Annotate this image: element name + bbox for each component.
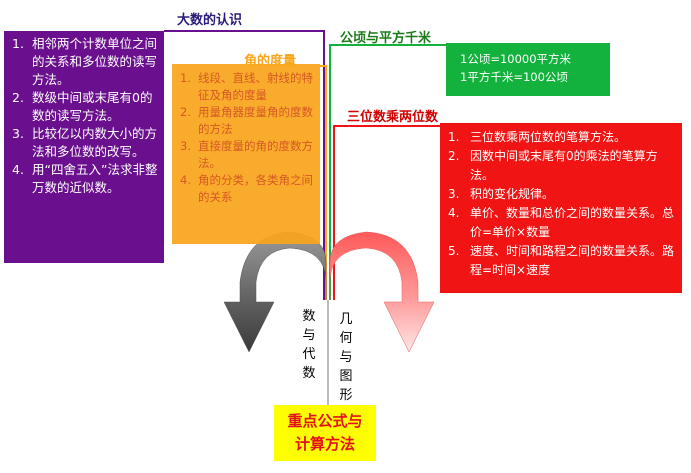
- connector-green: [329, 44, 446, 300]
- connector-red: [333, 125, 440, 300]
- angle-item: 3. 直接度量的角的度数方法。: [180, 138, 314, 172]
- item-text: 单价、数量和总价之间的数量关系。总价=单价×数量: [470, 206, 675, 239]
- center-topic-box: 重点公式与 计算方法: [274, 405, 376, 461]
- multiply-item: 4. 单价、数量和总价之间的数量关系。总价=单价×数量: [448, 204, 676, 242]
- big-numbers-item: 4. 用“四舍五入”法求非整万数的近似数。: [12, 161, 158, 197]
- multiply-item: 3. 积的变化规律。: [448, 185, 676, 204]
- center-topic-line1: 重点公式与: [287, 412, 363, 430]
- big-numbers-item: 2. 数级中间或末尾有0的数的读写方法。: [12, 89, 158, 125]
- item-text: 数级中间或末尾有0的数的读写方法。: [32, 90, 153, 123]
- multiply-title: 三位数乘两位数: [347, 110, 439, 125]
- branch-label-number-algebra: 数与代数: [302, 309, 316, 381]
- item-number: 5.: [448, 244, 460, 258]
- item-text: 线段、直线、射线的特征及角的度量: [198, 71, 313, 102]
- connector-purple: [164, 30, 325, 300]
- item-number: 4.: [180, 173, 191, 187]
- multiply-item: 2. 因数中间或末尾有0的乘法的笔算方法。: [448, 147, 676, 185]
- item-text: 积的变化规律。: [470, 187, 555, 201]
- angle-item: 1. 线段、直线、射线的特征及角的度量: [180, 70, 314, 104]
- area-box: 1公顷=10000平方米 1平方千米=100公顷: [446, 43, 610, 96]
- item-text: 比较亿以内数大小的方法和多位数的改写。: [32, 126, 158, 159]
- item-text: 速度、时间和路程之间的数量关系。路程=时间×速度: [470, 244, 675, 277]
- area-line: 1公顷=10000平方米: [460, 52, 572, 66]
- multiply-item: 1. 三位数乘两位数的笔算方法。: [448, 128, 676, 147]
- item-number: 3.: [180, 139, 191, 153]
- item-text: 用“四舍五入”法求非整万数的近似数。: [32, 162, 158, 195]
- area-title: 公顷与平方千米: [340, 31, 432, 46]
- item-number: 1.: [12, 36, 24, 51]
- item-number: 1.: [448, 130, 460, 144]
- angle-item: 4. 角的分类，各类角之间的关系: [180, 172, 314, 206]
- item-number: 2.: [180, 105, 191, 119]
- right-branch-arrow-icon: [329, 231, 435, 353]
- multiply-box: 1. 三位数乘两位数的笔算方法。 2. 因数中间或末尾有0的乘法的笔算方法。 3. 积…: [440, 123, 682, 293]
- angle-item: 2. 用量角器度量角的度数的方法: [180, 104, 314, 138]
- area-line: 1平方千米=100公顷: [460, 70, 568, 84]
- big-numbers-item: 3. 比较亿以内数大小的方法和多位数的改写。: [12, 125, 158, 161]
- item-number: 4.: [12, 162, 24, 177]
- angle-box: 1. 线段、直线、射线的特征及角的度量 2. 用量角器度量角的度数的方法 3. 直接度…: [172, 64, 320, 244]
- center-topic-line2: 计算方法: [294, 435, 355, 453]
- item-text: 角的分类，各类角之间的关系: [198, 173, 313, 204]
- item-number: 3.: [12, 126, 24, 141]
- item-text: 因数中间或末尾有0的乘法的笔算方法。: [470, 149, 658, 182]
- item-text: 相邻两个计数单位之间的关系和多位数的读写方法。: [32, 36, 158, 87]
- item-number: 3.: [448, 187, 460, 201]
- item-number: 4.: [448, 206, 460, 220]
- branch-label-geometry: 几何与图形: [339, 312, 353, 403]
- big-numbers-box: 1. 相邻两个计数单位之间的关系和多位数的读写方法。 2. 数级中间或末尾有0的数的…: [4, 31, 164, 263]
- multiply-item: 5. 速度、时间和路程之间的数量关系。路程=时间×速度: [448, 242, 676, 280]
- item-text: 三位数乘两位数的笔算方法。: [470, 130, 627, 144]
- connector-orange: [320, 65, 327, 300]
- item-text: 直接度量的角的度数方法。: [198, 139, 313, 170]
- item-number: 2.: [12, 90, 24, 105]
- item-number: 1.: [180, 71, 191, 85]
- item-text: 用量角器度量角的度数的方法: [198, 105, 313, 136]
- item-number: 2.: [448, 149, 460, 163]
- big-numbers-title: 大数的认识: [177, 13, 243, 28]
- big-numbers-item: 1. 相邻两个计数单位之间的关系和多位数的读写方法。: [12, 35, 158, 89]
